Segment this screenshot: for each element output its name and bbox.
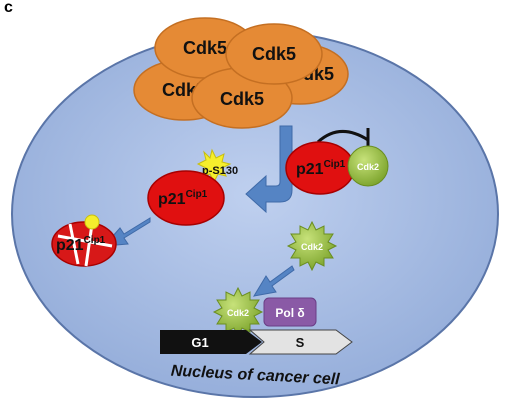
pol-delta-box xyxy=(263,297,317,327)
degraded-p21: p21Cip1 xyxy=(51,214,117,267)
cdk5-label: Cdk5 xyxy=(220,89,264,109)
s-phase xyxy=(248,329,353,355)
free-cdk2: Cdk2 xyxy=(286,220,338,272)
panel-label: c xyxy=(4,0,13,16)
degradation-cuts xyxy=(57,223,113,267)
p21-label: p21Cip1 xyxy=(296,159,346,178)
p21-node xyxy=(147,170,225,226)
cdk5-bubble: Cdk5 xyxy=(225,23,323,85)
cdk2-label: Cdk2 xyxy=(301,242,323,252)
g1-phase xyxy=(160,330,262,354)
p21-cdk2-complex: p21Cip1 Cdk2 xyxy=(285,141,389,195)
cdk2-label: Cdk2 xyxy=(227,308,249,318)
cdk2-label: Cdk2 xyxy=(357,162,379,172)
pol-delta-label: Pol δ xyxy=(275,306,304,320)
cdk2-pol-complex: Pol δ Cdk2 xyxy=(212,286,317,338)
phospho-marker xyxy=(84,214,100,230)
p21-label: p21Cip1 xyxy=(56,235,106,254)
g1-label: G1 xyxy=(191,335,208,350)
s-label: S xyxy=(296,335,305,350)
inhibition-arc xyxy=(316,130,369,144)
cdk2-node xyxy=(347,145,389,187)
activation-arrow xyxy=(253,265,295,297)
p21-label: p21Cip1 xyxy=(158,189,208,208)
cell-cycle-bar: G1 S xyxy=(160,329,353,355)
phospho-p21: p-S130 p21Cip1 xyxy=(147,148,238,226)
bent-arrow xyxy=(245,125,293,214)
cdk5-cluster: Cdk5 Cdk5 Cdk5 Cdk5 Cdk5 xyxy=(133,17,349,129)
cdk2-burst xyxy=(286,220,338,272)
phospho-site-label: p-S130 xyxy=(202,165,238,177)
cdk5-label: Cdk5 xyxy=(252,44,296,64)
cdk5-label: Cdk5 xyxy=(183,38,227,58)
degraded-p21-node xyxy=(51,221,117,267)
